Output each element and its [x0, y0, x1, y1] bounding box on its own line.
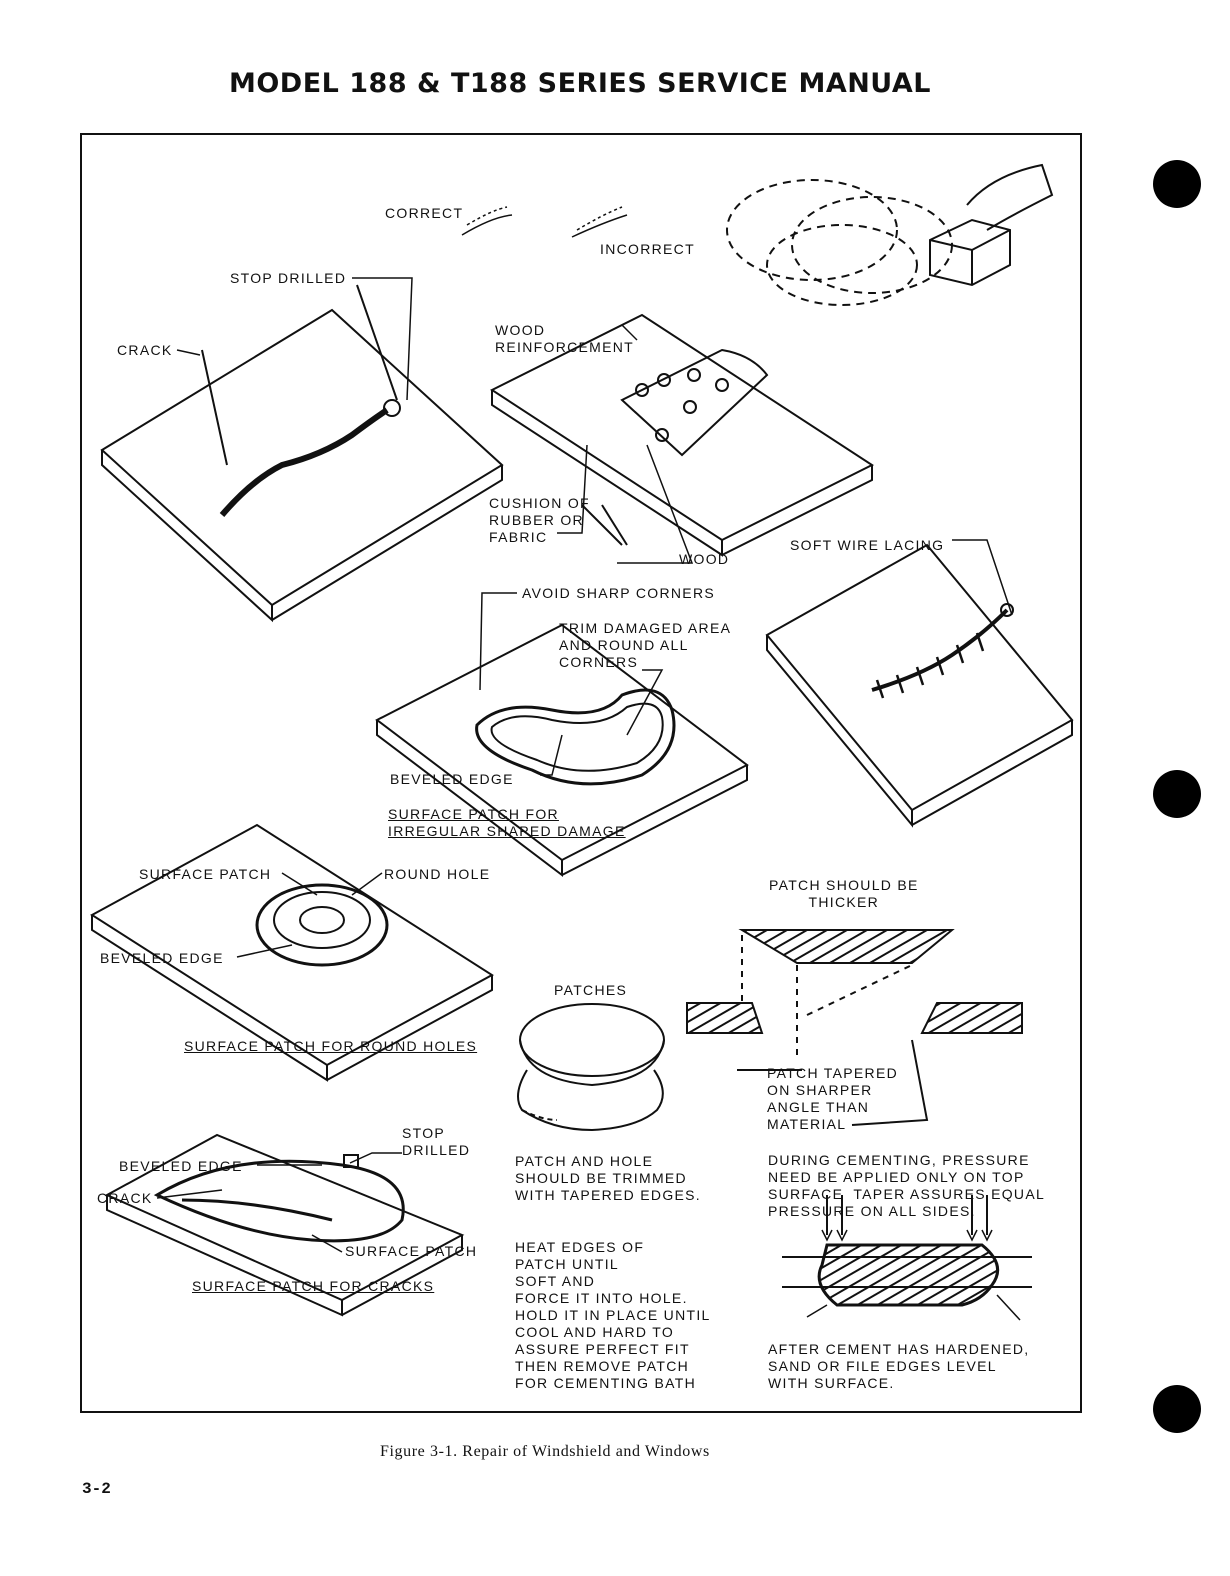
sanding-motion-diagram: [726, 179, 953, 306]
label-wood: WOOD: [679, 551, 730, 567]
label-beveled-edge-3: BEVELED EDGE: [119, 1158, 243, 1174]
label-surface-patch-irregular: SURFACE PATCH FOR IRREGULAR SHAPED DAMAG…: [388, 806, 626, 839]
binder-hole-middle: [1153, 770, 1201, 818]
irregular-patch-panel: [375, 623, 749, 878]
binder-hole-top: [1153, 160, 1201, 208]
cemented-patch-section: [782, 1195, 1032, 1307]
label-crack: CRACK: [117, 342, 173, 358]
binder-hole-bottom: [1153, 1385, 1201, 1433]
label-beveled-edge: BEVELED EDGE: [390, 771, 514, 787]
label-round-hole: ROUND HOLE: [384, 866, 491, 882]
page-title: MODEL 188 & T188 SERIES SERVICE MANUAL: [228, 68, 931, 99]
label-surface-patch: SURFACE PATCH: [139, 866, 272, 882]
figure-illustrations: [90, 163, 1074, 1321]
label-trim-damaged: TRIM DAMAGED AREA AND ROUND ALL CORNERS: [559, 620, 732, 670]
note-during-cementing: DURING CEMENTING, PRESSURE NEED BE APPLI…: [768, 1152, 1046, 1219]
wood-reinforcement-panel: [489, 313, 875, 557]
label-beveled-edge-2: BEVELED EDGE: [100, 950, 224, 966]
crack-patch-panel: [104, 1133, 465, 1317]
label-surface-patch-2: SURFACE PATCH: [345, 1243, 478, 1259]
patch-disc-drawing: [517, 1003, 665, 1132]
label-surface-patch-round-holes: SURFACE PATCH FOR ROUND HOLES: [184, 1038, 478, 1054]
crack-panel: [100, 284, 504, 623]
label-stop-drilled: STOP DRILLED: [230, 270, 347, 286]
label-correct: CORRECT: [385, 205, 464, 221]
label-stop-drilled-2: STOP DRILLED: [402, 1125, 471, 1158]
note-patch-and-hole: PATCH AND HOLE SHOULD BE TRIMMED WITH TA…: [515, 1153, 701, 1203]
label-surface-patch-cracks: SURFACE PATCH FOR CRACKS: [192, 1278, 435, 1294]
label-patch-tapered: PATCH TAPERED ON SHARPER ANGLE THAN MATE…: [767, 1065, 898, 1132]
leader-lines: [156, 277, 1021, 1321]
label-avoid-sharp-corners: AVOID SHARP CORNERS: [522, 585, 715, 601]
label-cushion: CUSHION OF RUBBER OR FABRIC: [489, 495, 590, 545]
label-crack-2: CRACK: [97, 1190, 153, 1206]
tapered-patch-section: [686, 929, 1023, 1126]
wire-lacing-panel: [765, 543, 1074, 828]
label-soft-wire-lacing: SOFT WIRE LACING: [790, 537, 945, 553]
sanding-block-icon: [929, 163, 1054, 287]
scratch-samples: [461, 206, 628, 238]
figure-caption: Figure 3-1. Repair of Windshield and Win…: [380, 1443, 710, 1460]
label-patch-thicker: PATCH SHOULD BE THICKER: [769, 877, 919, 910]
note-heat-edges: HEAT EDGES OF PATCH UNTIL SOFT AND FORCE…: [515, 1239, 711, 1391]
label-patches: PATCHES: [554, 982, 628, 998]
label-incorrect: INCORRECT: [600, 241, 695, 257]
page-number: 3-2: [82, 1480, 111, 1498]
round-hole-panel: [90, 823, 494, 1082]
figure-frame: CORRECT INCORRECT STOP DRILLED CRACK WOO…: [80, 133, 1082, 1413]
note-after-cement: AFTER CEMENT HAS HARDENED, SAND OR FILE …: [768, 1341, 1030, 1391]
label-wood-reinforcement: WOOD REINFORCEMENT: [495, 322, 635, 355]
